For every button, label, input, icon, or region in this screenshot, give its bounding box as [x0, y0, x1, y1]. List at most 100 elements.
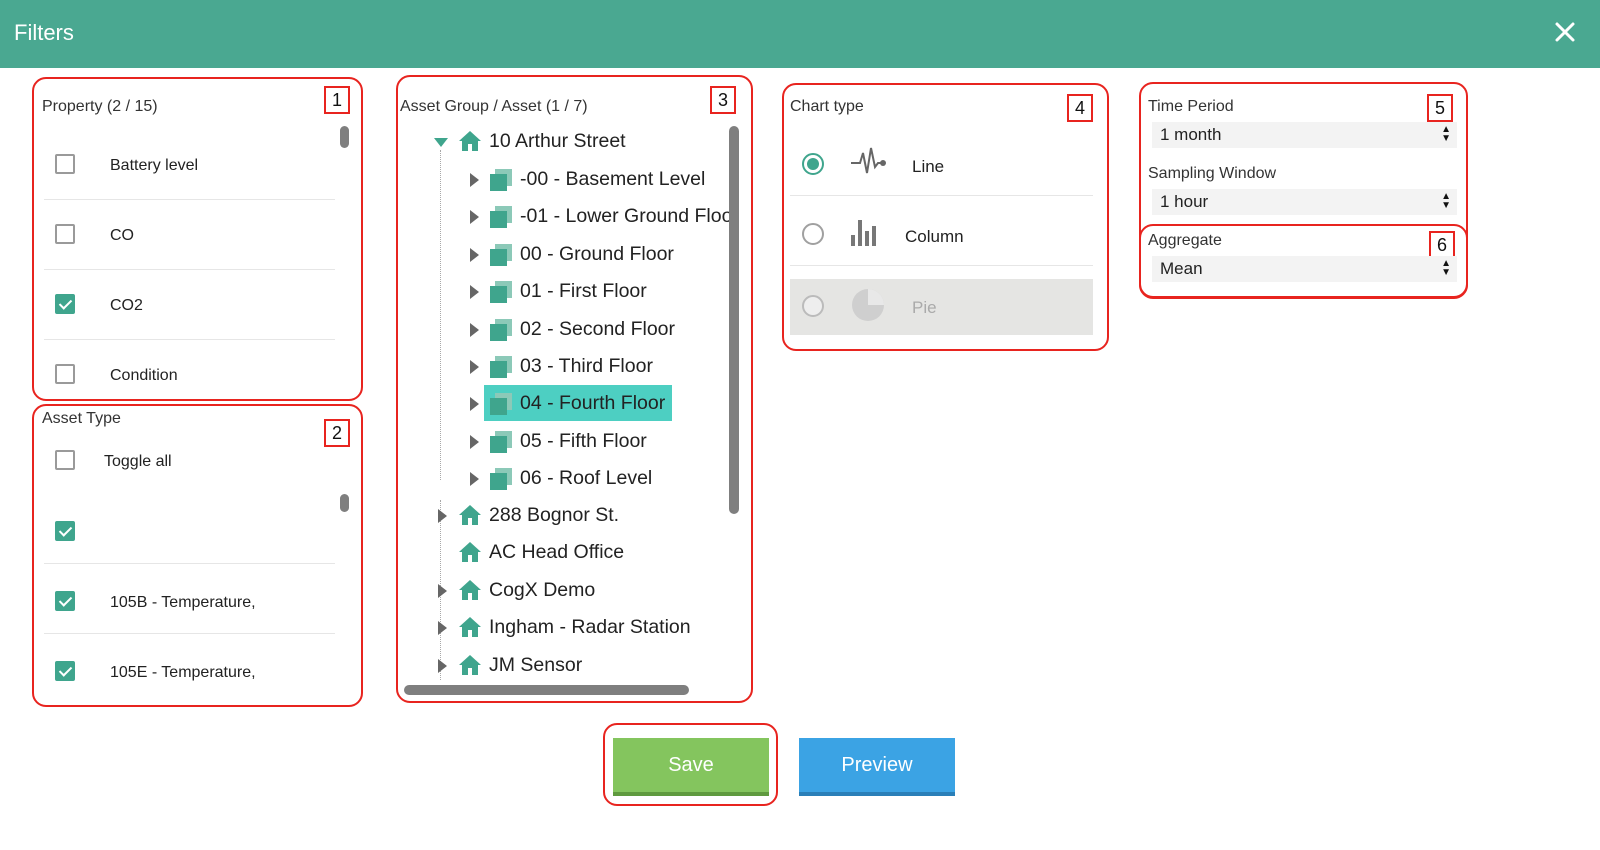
chart-type-label: Line [912, 157, 945, 176]
expand-toggle[interactable] [438, 658, 447, 673]
toggle-all-checkbox[interactable] [55, 450, 75, 470]
selected-node-highlight [484, 385, 672, 421]
property-checkbox[interactable] [55, 294, 75, 314]
tree-node-floor[interactable]: 06 - Roof Level [520, 467, 653, 490]
property-checkbox[interactable] [55, 364, 75, 384]
expand-toggle[interactable] [470, 397, 479, 412]
floor-icon [489, 243, 513, 272]
toggle-all-row[interactable]: Toggle all [44, 440, 335, 490]
property-item[interactable]: CO [44, 200, 335, 270]
dialog-title: Filters [14, 20, 74, 45]
property-label: Condition [110, 367, 178, 384]
tree-node-site[interactable]: 288 Bognor St. [489, 504, 620, 526]
line-radio[interactable] [802, 153, 824, 175]
property-label: CO [110, 227, 134, 244]
expand-toggle[interactable] [470, 360, 479, 374]
property-checkbox[interactable] [55, 224, 75, 244]
expand-toggle[interactable] [470, 173, 479, 187]
floor-icon [489, 205, 513, 234]
asset-type-title: Asset Type [42, 410, 121, 427]
asset-type-checkbox[interactable] [55, 591, 75, 611]
tree-node-floor[interactable]: 05 - Fifth Floor [520, 429, 647, 452]
asset-type-scrollbar[interactable] [340, 494, 349, 512]
sampling-window-label: Sampling Window [1148, 165, 1277, 182]
tree-node-root[interactable]: 10 Arthur Street [489, 130, 626, 152]
expand-toggle[interactable] [470, 247, 479, 262]
aggregate-select[interactable]: Mean ▲▼ [1152, 256, 1457, 282]
chart-type-option-line[interactable]: Line [790, 131, 1093, 196]
line-chart-icon [851, 147, 886, 174]
tree-node-floor[interactable]: 01 - First Floor [520, 280, 647, 303]
property-title: Property (2 / 15) [42, 98, 158, 115]
aggregate-label: Aggregate [1148, 232, 1222, 249]
expand-toggle[interactable] [434, 138, 448, 147]
property-scrollbar[interactable] [340, 126, 349, 148]
expand-toggle[interactable] [438, 509, 447, 523]
time-period-label: Time Period [1148, 98, 1234, 115]
asset-type-checkbox[interactable] [55, 661, 75, 681]
asset-type-item[interactable]: 105B - Temperature, [44, 564, 335, 634]
badge-2: 2 [324, 419, 350, 447]
asset-tree-scrollbar-horizontal[interactable] [404, 685, 689, 695]
pie-chart-icon [852, 289, 884, 321]
asset-type-label: 105E - Temperature, [110, 664, 256, 681]
building-icon [458, 654, 482, 681]
select-arrows-icon: ▲▼ [1441, 191, 1451, 211]
property-checkbox[interactable] [55, 154, 75, 174]
sampling-window-select[interactable]: 1 hour ▲▼ [1152, 189, 1457, 215]
badge-3: 3 [710, 86, 736, 114]
floor-icon [489, 467, 513, 496]
badge-5: 5 [1427, 94, 1453, 122]
asset-type-item[interactable] [44, 494, 335, 564]
property-item[interactable]: Condition [44, 340, 335, 390]
column-radio[interactable] [802, 223, 824, 245]
chart-type-label: Pie [912, 298, 937, 317]
tree-node-floor[interactable]: -00 - Basement Level [520, 168, 706, 190]
building-icon [458, 579, 482, 606]
tree-node-floor[interactable]: 04 - Fourth Floor [520, 392, 666, 415]
preview-button[interactable]: Preview [799, 738, 955, 796]
property-item[interactable]: CO2 [44, 270, 335, 340]
tree-node-site[interactable]: Ingham - Radar Station [489, 616, 691, 639]
chart-type-option-column[interactable]: Column [790, 201, 1093, 266]
close-button[interactable] [1552, 19, 1578, 45]
time-period-value: 1 month [1160, 125, 1222, 144]
floor-icon [489, 318, 513, 347]
asset-type-item[interactable]: 105E - Temperature, [44, 634, 335, 694]
expand-toggle[interactable] [470, 285, 479, 300]
asset-tree-scrollbar-vertical[interactable] [729, 126, 739, 514]
floor-icon [489, 430, 513, 459]
tree-node-site[interactable]: CogX Demo [489, 578, 596, 601]
save-button[interactable]: Save [613, 738, 769, 796]
tree-node-floor[interactable]: 02 - Second Floor [520, 317, 676, 340]
tree-node-site[interactable]: AC Head Office [489, 541, 625, 564]
expand-toggle[interactable] [470, 472, 479, 487]
building-icon [458, 504, 482, 531]
select-arrows-icon: ▲▼ [1441, 258, 1451, 278]
building-icon [458, 541, 482, 568]
badge-1: 1 [324, 86, 350, 114]
close-icon [1555, 22, 1575, 42]
building-icon [458, 616, 482, 643]
chart-type-title: Chart type [790, 98, 864, 115]
expand-toggle[interactable] [470, 434, 479, 449]
badge-6: 6 [1429, 231, 1455, 259]
tree-node-floor[interactable]: 00 - Ground Floor [520, 242, 674, 265]
floor-icon [489, 392, 513, 421]
time-period-select[interactable]: 1 month ▲▼ [1152, 122, 1457, 148]
tree-node-floor[interactable]: -01 - Lower Ground Floor [520, 205, 730, 228]
expand-toggle[interactable] [470, 210, 479, 225]
tree-node-site[interactable]: JM Sensor [489, 653, 583, 676]
asset-type-label: 105B - Temperature, [110, 594, 256, 611]
property-item[interactable]: Battery level [44, 130, 335, 200]
chart-type-option-pie: Pie [790, 279, 1093, 335]
expand-toggle[interactable] [470, 322, 479, 337]
expand-toggle[interactable] [438, 621, 447, 636]
column-chart-icon [851, 220, 876, 246]
floor-icon [489, 168, 513, 197]
expand-toggle[interactable] [438, 583, 447, 598]
toggle-all-label: Toggle all [104, 453, 172, 470]
asset-tree: 10 Arthur Street -00 - Basement Level -0… [400, 120, 730, 686]
asset-type-checkbox[interactable] [55, 521, 75, 541]
tree-node-floor[interactable]: 03 - Third Floor [520, 355, 653, 377]
